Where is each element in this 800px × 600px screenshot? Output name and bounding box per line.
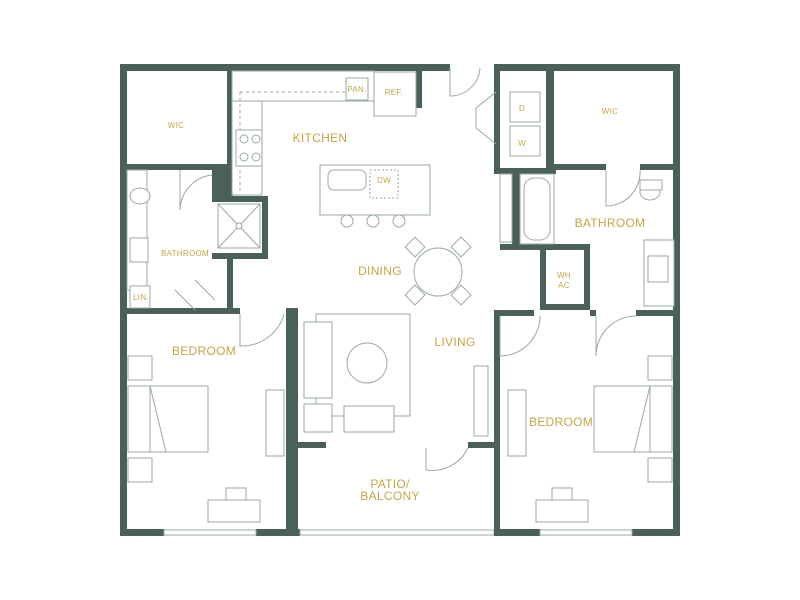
exterior-walls [120,64,680,536]
left-bedroom-furniture [127,355,285,523]
label-patio-line2: BALCONY [360,489,419,503]
room-labels: WIC WIC KITCHEN PAN. REF. DW D W BATHROO… [133,85,645,503]
living-fixtures [303,173,513,437]
left-bath-fixtures [126,169,261,309]
label-refrigerator: REF. [385,88,404,97]
label-dishwasher: DW [377,176,391,185]
label-bedroom-left: BEDROOM [172,344,236,358]
label-dryer: D [519,104,525,113]
right-bath-fixtures [519,173,675,307]
interior-walls [120,64,680,536]
label-wh: WH [557,271,571,280]
right-bedroom-furniture [507,355,673,523]
label-wic-right: WIC [602,107,618,116]
label-wic-left: WIC [168,121,184,130]
label-bathroom-right: BATHROOM [575,216,646,230]
label-linen: LIN. [133,293,149,302]
label-pantry: PAN. [347,85,366,94]
label-bedroom-right: BEDROOM [529,415,593,429]
label-washer: W [518,139,526,148]
label-bathroom-left: BATHROOM [161,249,209,258]
kitchen-fixtures [231,70,541,228]
label-living: LIVING [434,335,475,349]
label-ac: AC [558,281,570,290]
label-kitchen: KITCHEN [293,131,348,145]
doors [174,67,641,471]
label-dining: DINING [358,264,402,278]
label-patio-line1: PATIO/ [370,477,410,491]
